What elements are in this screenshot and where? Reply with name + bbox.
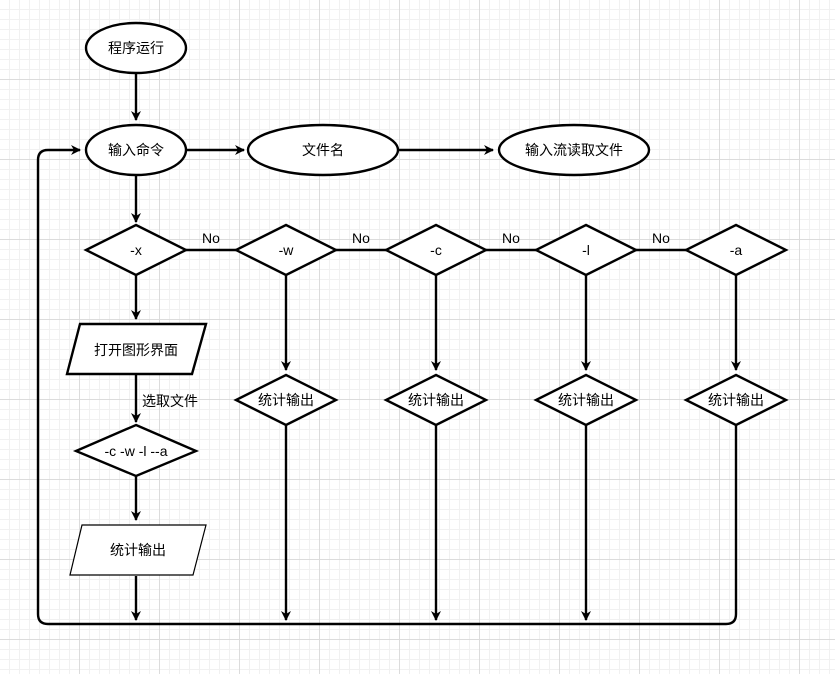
edge-label-select-file: 选取文件 — [142, 393, 198, 409]
decision-w-label: -w — [279, 242, 295, 258]
decision-c: -c — [383, 223, 489, 277]
edge-label-no: No — [652, 230, 670, 246]
edge-label-no: No — [352, 230, 370, 246]
node-input-command: 输入命令 — [84, 123, 188, 177]
node-read-file: 输入流读取文件 — [497, 123, 651, 177]
decision-x: -x — [83, 223, 189, 277]
node-read-file-label: 输入流读取文件 — [525, 142, 623, 158]
edge-label-no: No — [502, 230, 520, 246]
decision-output-l-label: 统计输出 — [558, 392, 614, 408]
edge-label-no: No — [202, 230, 220, 246]
decision-output-w: 统计输出 — [233, 373, 339, 427]
node-input-command-label: 输入命令 — [108, 142, 164, 158]
node-start: 程序运行 — [84, 21, 188, 75]
decision-l: -l — [533, 223, 639, 277]
decision-a-label: -a — [730, 242, 743, 258]
decision-c-label: -c — [430, 242, 442, 258]
edge-labels: No No No No 选取文件 — [142, 230, 670, 409]
node-output-x-label: 统计输出 — [110, 542, 166, 558]
decision-l-label: -l — [582, 242, 590, 258]
decision-w: -w — [233, 223, 339, 277]
decision-a: -a — [683, 223, 789, 277]
decision-x-label: -x — [130, 242, 142, 258]
decision-output-a: 统计输出 — [683, 373, 789, 427]
node-open-gui: 打开图形界面 — [65, 322, 208, 376]
decision-output-w-label: 统计输出 — [258, 392, 314, 408]
node-open-gui-label: 打开图形界面 — [94, 342, 178, 358]
node-filename-label: 文件名 — [302, 142, 344, 158]
decision-output-c: 统计输出 — [383, 373, 489, 427]
decision-options: -c -w -l --a — [72, 423, 200, 478]
node-output-x: 统计输出 — [69, 524, 207, 576]
decision-options-label: -c -w -l --a — [105, 443, 168, 459]
decision-output-a-label: 统计输出 — [708, 392, 764, 408]
connectors — [36, 73, 741, 626]
decision-output-l: 统计输出 — [533, 373, 639, 427]
decision-output-c-label: 统计输出 — [408, 392, 464, 408]
loop-back-arrow — [36, 145, 738, 626]
node-filename: 文件名 — [246, 123, 400, 177]
node-start-label: 程序运行 — [108, 40, 164, 56]
